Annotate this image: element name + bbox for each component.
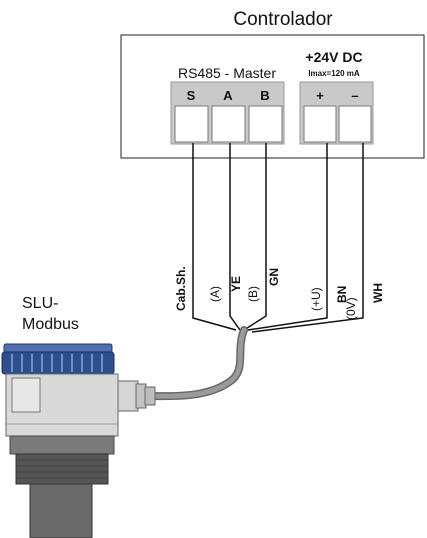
wire-label-plus-u: (+U) xyxy=(309,287,323,311)
wire-label-0v: (0V) xyxy=(344,297,358,320)
sensor-device xyxy=(1,343,156,538)
terminal-b-label: B xyxy=(260,88,269,103)
device-name-line1: SLU- xyxy=(22,295,58,312)
wire-wh xyxy=(251,143,364,333)
terminal-b xyxy=(248,105,283,143)
terminal-minus-label: – xyxy=(351,88,358,103)
wire-label-ye: YE xyxy=(229,276,243,292)
wire-label-a: (A) xyxy=(208,286,222,302)
terminal-a xyxy=(211,105,246,143)
power-terminal-block: + – xyxy=(299,81,374,145)
cable xyxy=(149,327,247,399)
wire-label-gn: GN xyxy=(267,268,281,286)
sensor-neck xyxy=(9,435,115,455)
wire-bn xyxy=(247,143,328,331)
wire-label-bn: BN xyxy=(335,286,349,303)
terminal-minus xyxy=(338,105,372,143)
rs485-terminal-block: S A B xyxy=(170,81,285,145)
blue-cap xyxy=(1,343,115,375)
wire-ye xyxy=(229,143,241,331)
device-name-line2: Modbus xyxy=(22,316,79,333)
cable-outer xyxy=(148,326,248,401)
sensor-probe xyxy=(29,483,93,538)
controller-title: Controlador xyxy=(233,9,333,30)
terminal-a-label: A xyxy=(223,88,233,103)
terminal-plus-label: + xyxy=(316,88,324,103)
wire-bundle xyxy=(192,143,364,333)
wire-shield xyxy=(192,143,237,331)
cable-gland xyxy=(117,380,156,412)
wire-label-wh: WH xyxy=(371,283,385,303)
sensor-thread xyxy=(15,453,109,485)
wire-label-shield: Cab.Sh. xyxy=(174,266,188,311)
wire-gn xyxy=(243,143,267,331)
wire-label-b: (B) xyxy=(246,286,260,302)
terminal-plus xyxy=(303,105,337,143)
rs485-label: RS485 - Master xyxy=(178,65,276,81)
power-label: +24V DC xyxy=(305,49,362,65)
imax-label: Imax=120 mA xyxy=(308,69,360,78)
housing-panel xyxy=(11,377,41,413)
terminal-s-label: S xyxy=(187,88,196,103)
terminal-s xyxy=(174,105,209,143)
